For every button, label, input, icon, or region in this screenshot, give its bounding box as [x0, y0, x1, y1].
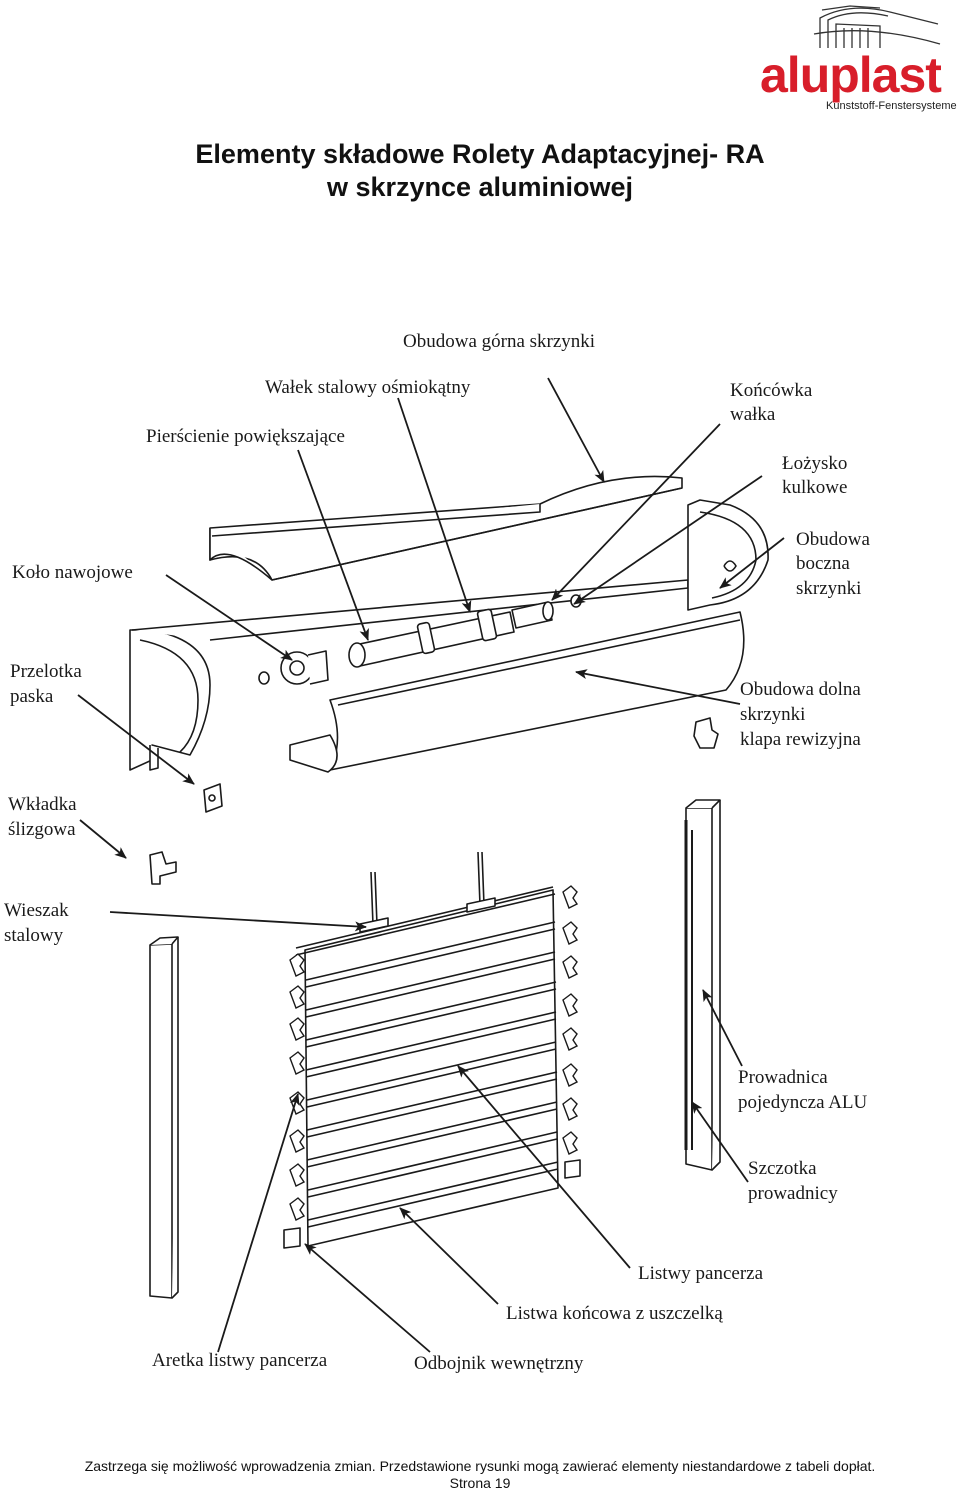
label-roller-end-2: wałka	[730, 404, 776, 425]
label-enlarging-rings: Pierścienie powiększające	[146, 426, 345, 447]
label-side-housing-3: skrzynki	[796, 578, 862, 599]
page-number: Strona 19	[449, 1475, 511, 1491]
label-side-housing-2: boczna	[796, 553, 850, 574]
label-inner-stopper: Odbojnik wewnętrzny	[414, 1353, 584, 1374]
right-side-cap-drawing	[687, 499, 769, 611]
label-steel-hanger-1: Wieszak	[4, 900, 69, 921]
left-side-cap-drawing	[129, 629, 211, 771]
left-guide-rail-drawing	[149, 936, 179, 1299]
label-curtain-slats: Listwy pancerza	[638, 1263, 764, 1284]
label-guide-rail-1: Prowadnica	[738, 1067, 828, 1088]
title-line-1: Elementy składowe Rolety Adaptacyjnej- R…	[195, 139, 765, 169]
label-guide-rail-2: pojedyncza ALU	[738, 1092, 868, 1113]
label-guide-brush-1: Szczotka	[748, 1158, 817, 1179]
aluplast-logo: aluplast Kunststoff-Fenstersysteme	[750, 4, 957, 114]
slat-clips-drawing	[289, 885, 579, 1221]
top-housing-drawing	[209, 475, 683, 581]
logo-building-graphic	[813, 5, 941, 48]
leader-arrows	[77, 377, 785, 1353]
label-steel-roller: Wałek stalowy ośmiokątny	[265, 377, 471, 398]
footer-disclaimer: Zastrzega się możliwość wprowadzenia zmi…	[84, 1458, 876, 1474]
label-bottom-housing-3: klapa rewizyjna	[740, 729, 861, 750]
label-ball-bearing-2: kulkowe	[782, 477, 848, 498]
label-bottom-housing-1: Obudowa dolna	[740, 679, 861, 700]
page-footer: Zastrzega się możliwość wprowadzenia zmi…	[0, 1458, 960, 1492]
housing-back-rail	[131, 579, 689, 641]
bottom-housing-drawing	[289, 611, 745, 773]
slat-lines	[305, 820, 693, 1228]
page-title: Elementy składowe Rolety Adaptacyjnej- R…	[0, 138, 960, 204]
slat-curtain-drawing	[295, 886, 559, 1247]
label-steel-hanger-2: stalowy	[4, 925, 64, 946]
label-end-slat: Listwa końcowa z uszczelką	[506, 1303, 723, 1324]
label-slat-lock: Aretka listwy pancerza	[152, 1350, 328, 1371]
steel-roller-drawing	[348, 594, 582, 668]
label-side-housing-1: Obudowa	[796, 529, 870, 550]
label-ball-bearing-1: Łożysko	[782, 453, 848, 474]
label-top-housing: Obudowa górna skrzynki	[403, 331, 596, 352]
label-bottom-housing-2: skrzynki	[740, 704, 806, 725]
label-roller-end-1: Końcówka	[730, 380, 813, 401]
steel-hanger-drawing	[359, 851, 496, 933]
logo-wordmark: aluplast	[760, 47, 942, 103]
label-glide-insert-2: ślizgowa	[8, 819, 76, 840]
label-winding-wheel: Koło nawojowe	[12, 562, 133, 583]
label-strap-guide-1: Przelotka	[10, 661, 82, 682]
small-parts-drawing	[149, 717, 719, 1249]
winding-wheel-drawing	[258, 650, 329, 685]
label-glide-insert-1: Wkładka	[8, 794, 77, 815]
title-line-2: w skrzynce aluminiowej	[326, 172, 634, 202]
label-guide-brush-2: prowadnicy	[748, 1183, 838, 1204]
label-strap-guide-2: paska	[10, 686, 54, 707]
logo-tagline: Kunststoff-Fenstersysteme	[826, 100, 957, 112]
